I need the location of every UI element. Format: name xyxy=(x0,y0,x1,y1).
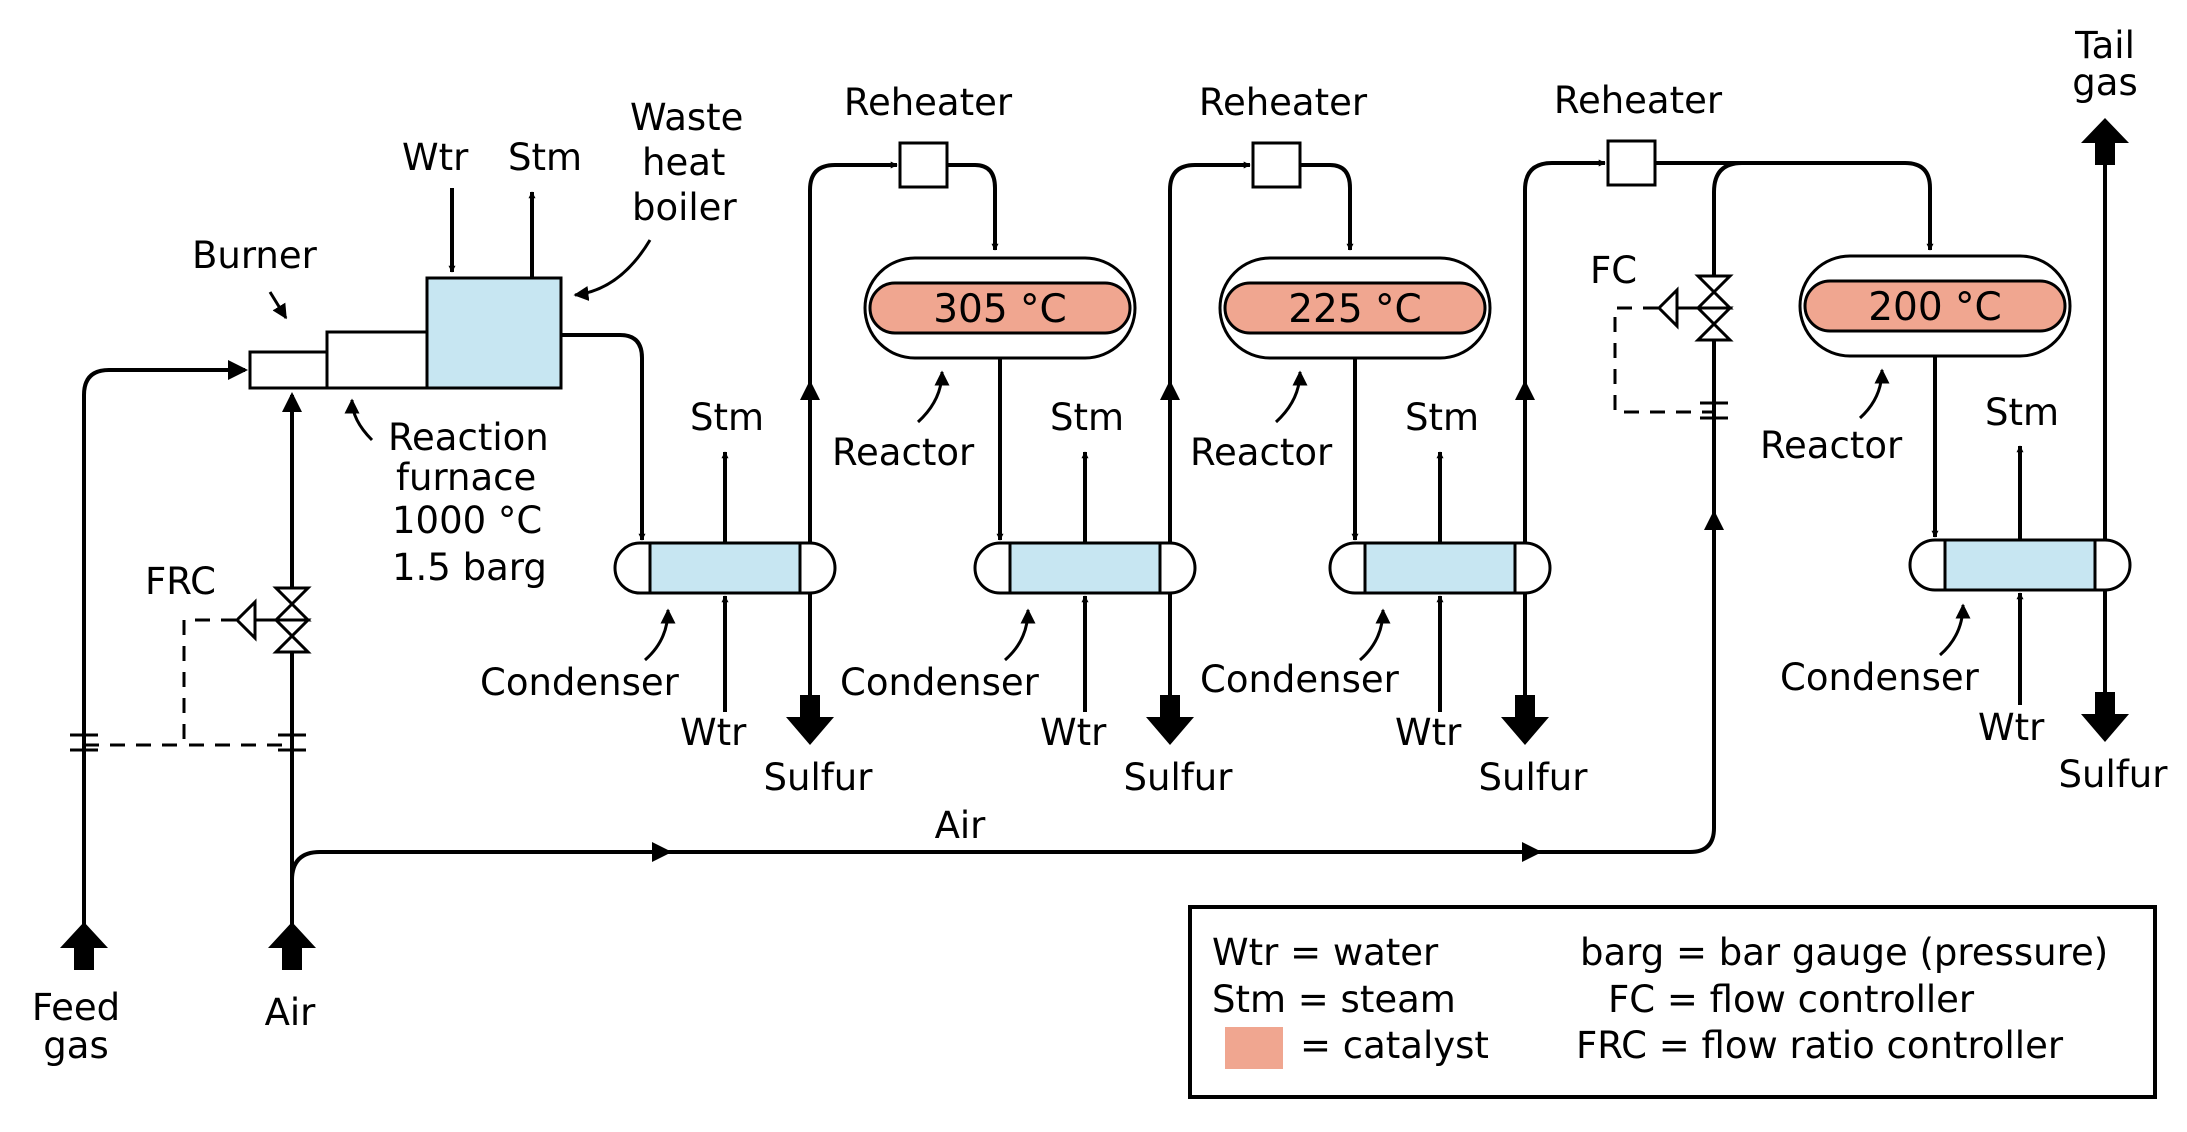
condenser-2-steam-label: Stm xyxy=(1050,396,1124,439)
boiler-label-line2: heat xyxy=(642,141,725,184)
tail-gas-outlet xyxy=(2081,118,2129,540)
frc-control-valve xyxy=(84,586,312,747)
air-line-label: Air xyxy=(935,804,987,847)
reheater-3-to-reactor-3-line xyxy=(1655,161,1934,251)
condenser-1-sulfur-label: Sulfur xyxy=(764,756,874,799)
tail-gas-label-line2: gas xyxy=(2072,61,2137,104)
reheater-1 xyxy=(898,141,949,189)
burner xyxy=(248,350,329,390)
fc-air-injection-line xyxy=(1712,161,1743,430)
reheater-2 xyxy=(1251,141,1302,189)
boiler-steam-label: Stm xyxy=(508,136,582,179)
condenser-4-pointer xyxy=(1939,603,1971,657)
condenser-4-sulfur-label: Sulfur xyxy=(2059,753,2169,796)
reactor-1 xyxy=(863,256,1137,360)
condenser-1-sulfur-outlet xyxy=(786,593,834,745)
air-inlet-line xyxy=(278,392,1728,930)
reheater-1-to-reactor-1-line xyxy=(947,163,999,251)
condenser-3-sulfur-outlet xyxy=(1501,593,1549,745)
condenser-3 xyxy=(1328,541,1552,595)
boiler-to-condenser1-line xyxy=(561,333,646,541)
feed-gas-label-line2: gas xyxy=(43,1024,108,1067)
condenser-4-water-label: Wtr xyxy=(1978,706,2045,749)
condenser-2-water-label: Wtr xyxy=(1040,711,1107,754)
condenser-2 xyxy=(973,541,1197,595)
frc-label: FRC xyxy=(145,560,216,603)
reactor-1-label: Reactor xyxy=(832,431,975,474)
condenser-1-steam-label: Stm xyxy=(690,396,764,439)
air-inlet-label: Air xyxy=(265,991,317,1034)
legend xyxy=(1188,905,2157,1099)
legend-barg: barg = bar gauge (pressure) xyxy=(1580,931,2108,974)
reactor-2 xyxy=(1218,256,1492,360)
reactor-3 xyxy=(1798,254,2072,358)
reactor-2-temperature: 225 °C xyxy=(1288,287,1422,332)
condenser-1-label: Condenser xyxy=(480,661,680,704)
reheater-2-label: Reheater xyxy=(1199,81,1368,124)
boiler-label-line1: Waste xyxy=(630,96,743,139)
furnace-label-line4: 1.5 barg xyxy=(392,546,547,589)
burner-pointer xyxy=(268,291,288,320)
furnace-label-line2: furnace xyxy=(396,456,536,499)
condenser-3-pointer xyxy=(1359,608,1391,662)
fc-control-valve xyxy=(1613,274,1734,414)
reheater-3 xyxy=(1606,139,1657,187)
condenser-4-label: Condenser xyxy=(1780,656,1980,699)
condenser-2-to-reheater-2-line xyxy=(1168,161,1251,543)
condenser-4-steam-label: Stm xyxy=(1985,391,2059,434)
condenser-3-to-reheater-3-line xyxy=(1523,159,1606,543)
tail-gas-label-line1: Tail xyxy=(2074,24,2135,67)
legend-wtr: Wtr = water xyxy=(1212,931,1439,974)
furnace-label-line1: Reaction xyxy=(388,416,549,459)
condenser-2-sulfur-outlet xyxy=(1146,593,1194,745)
condenser-3-sulfur-label: Sulfur xyxy=(1479,756,1589,799)
feed-gas-inlet-arrow xyxy=(60,922,108,970)
feed-gas-label-line1: Feed xyxy=(32,986,120,1029)
waste-heat-boiler xyxy=(425,276,563,390)
air-inlet-arrow xyxy=(268,922,316,970)
boiler-label-line3: boiler xyxy=(632,186,737,229)
reactor-2-label: Reactor xyxy=(1190,431,1333,474)
legend-fc: FC = flow controller xyxy=(1608,978,1975,1021)
condenser-1-water-label: Wtr xyxy=(680,711,747,754)
fc-label: FC xyxy=(1590,249,1637,292)
reactor-3-pointer xyxy=(1858,368,1890,420)
reheater-2-to-reactor-2-line xyxy=(1300,163,1354,251)
condenser-3-water-label: Wtr xyxy=(1395,711,1462,754)
reactor-3-temperature: 200 °C xyxy=(1868,285,2002,330)
reactor-3-label: Reactor xyxy=(1760,424,1903,467)
legend-catalyst-swatch xyxy=(1225,1027,1283,1069)
condenser-4 xyxy=(1908,538,2132,592)
legend-frc: FRC = flow ratio controller xyxy=(1576,1024,2064,1067)
legend-catalyst: = catalyst xyxy=(1300,1024,1489,1067)
reactor-1-pointer xyxy=(916,370,950,424)
condenser-2-label: Condenser xyxy=(840,661,1040,704)
condenser-1-to-reheater-1-line xyxy=(808,161,898,543)
legend-stm: Stm = steam xyxy=(1212,978,1456,1021)
condenser-4-sulfur-outlet xyxy=(2081,590,2129,742)
condenser-2-sulfur-label: Sulfur xyxy=(1124,756,1234,799)
reheater-1-label: Reheater xyxy=(844,81,1013,124)
reaction-furnace xyxy=(325,330,429,390)
condenser-2-pointer xyxy=(1004,608,1036,662)
burner-label: Burner xyxy=(192,234,318,277)
furnace-pointer xyxy=(344,398,374,442)
furnace-label-line3: 1000 °C xyxy=(392,499,542,542)
condenser-3-steam-label: Stm xyxy=(1405,396,1479,439)
condenser-1 xyxy=(613,541,837,595)
boiler-water-label: Wtr xyxy=(402,136,469,179)
condenser-1-pointer xyxy=(644,608,676,662)
reactor-2-pointer xyxy=(1274,370,1308,424)
feed-gas-line xyxy=(70,360,248,930)
reheater-3-label: Reheater xyxy=(1554,79,1723,122)
reactor-1-temperature: 305 °C xyxy=(933,287,1067,332)
boiler-pointer xyxy=(573,239,652,301)
condenser-3-label: Condenser xyxy=(1200,658,1400,701)
